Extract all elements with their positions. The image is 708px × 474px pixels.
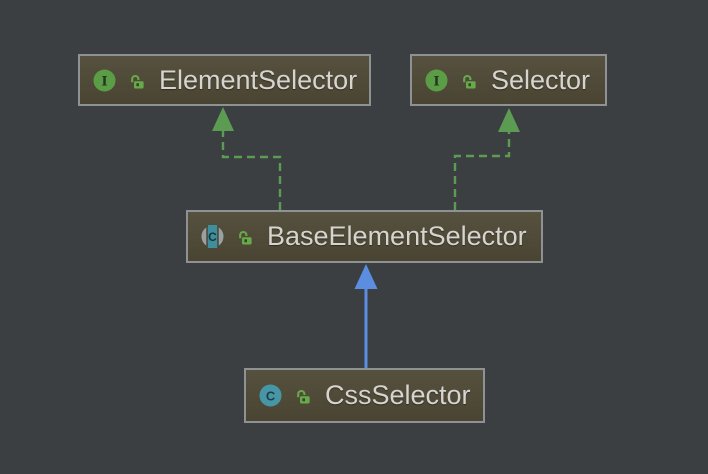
hollow-triangle-arrowhead — [498, 108, 520, 132]
class-node-base-element-selector[interactable]: C BaseElementSelector — [186, 210, 543, 263]
interface-icon-letter: I — [433, 73, 439, 89]
edge-implements-selector[interactable] — [453, 108, 520, 210]
class-icon-letter: C — [266, 388, 275, 403]
edge-implements-element-selector[interactable] — [212, 107, 282, 210]
unlocked-icon — [239, 231, 252, 245]
node-label: Selector — [491, 64, 591, 95]
implements-edge-line — [453, 131, 511, 210]
unlocked-icon — [131, 74, 144, 88]
hollow-triangle-arrowhead — [212, 107, 234, 131]
node-label: CssSelector — [325, 380, 471, 410]
interface-icon: I — [93, 68, 116, 92]
node-label: BaseElementSelector — [267, 221, 527, 251]
triangle-arrowhead — [354, 264, 378, 289]
unlocked-icon — [297, 390, 310, 404]
edge-extends-base-element-selector[interactable] — [354, 264, 378, 368]
implements-edge-line — [221, 131, 282, 210]
class-node-css-selector[interactable]: C CssSelector — [244, 368, 485, 423]
node-label: ElementSelector — [159, 64, 358, 95]
interface-icon-letter: I — [101, 73, 107, 89]
class-icon: C — [259, 384, 282, 407]
interface-icon: I — [425, 68, 448, 92]
class-node-selector[interactable]: I Selector — [410, 54, 607, 106]
class-node-element-selector[interactable]: I ElementSelector — [78, 54, 371, 106]
unlocked-icon — [463, 74, 476, 88]
abstract-class-icon: C — [201, 225, 224, 248]
abstract-class-icon-letter: C — [208, 230, 217, 244]
